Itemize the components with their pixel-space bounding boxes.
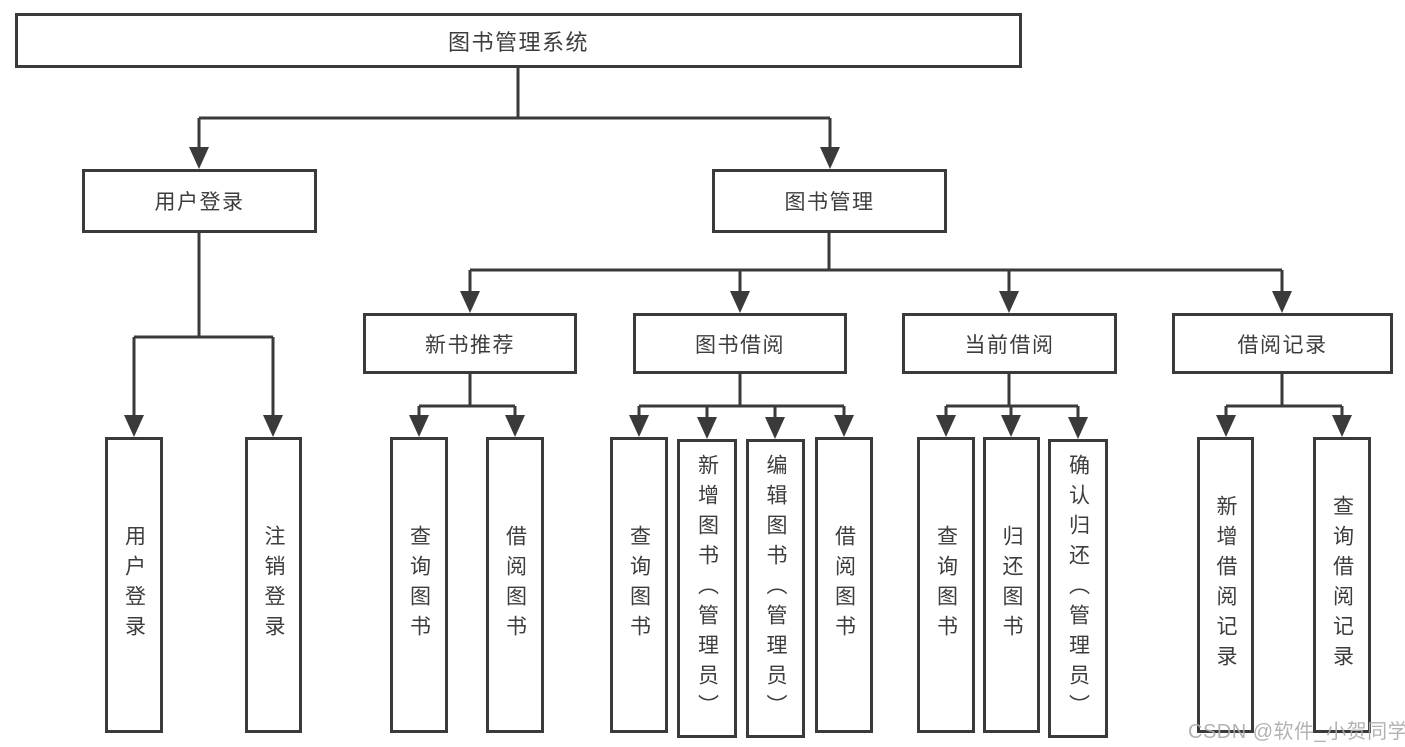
connector-book-borrow [637, 374, 846, 422]
arrow-down-icon [999, 291, 1019, 313]
node-user-login: 用户登录 [82, 169, 317, 233]
leaf-user-login: 用户登录 [105, 437, 163, 733]
leaf-query-books: 查询图书 [610, 437, 668, 733]
arrow-down-icon [1068, 417, 1088, 439]
leaf-add-books-admin: 新增图书（管理员） [677, 439, 737, 738]
leaf-confirm-return-admin: 确认归还（管理员） [1048, 439, 1108, 738]
node-borrowing-records: 借阅记录 [1172, 313, 1393, 374]
csdn-watermark: CSDN @软件_小贺同学 [1188, 721, 1405, 743]
leaf-logout: 注销登录 [245, 437, 302, 733]
leaf-return-books: 归还图书 [983, 437, 1040, 733]
arrow-down-icon [820, 147, 840, 169]
arrow-down-icon [124, 415, 144, 437]
arrow-down-icon [1332, 415, 1352, 437]
connector-root [197, 68, 832, 152]
arrow-down-icon [505, 415, 525, 437]
arrow-down-icon [189, 147, 209, 169]
arrow-down-icon [629, 415, 649, 437]
leaf-query-books: 查询图书 [390, 437, 448, 733]
leaf-edit-books-admin: 编辑图书（管理员） [746, 439, 805, 738]
node-new-book-recommend: 新书推荐 [363, 313, 577, 374]
node-book-borrowing: 图书借阅 [633, 313, 847, 374]
arrow-down-icon [1272, 291, 1292, 313]
node-root-system: 图书管理系统 [15, 13, 1022, 68]
leaf-query-borrow-record: 查询借阅记录 [1313, 437, 1371, 733]
connector-borrow-record [1224, 374, 1344, 420]
connector-user-login [132, 233, 275, 420]
arrow-down-icon [936, 415, 956, 437]
arrow-down-icon [460, 291, 480, 313]
arrow-down-icon [1216, 415, 1236, 437]
leaf-borrow-books: 借阅图书 [486, 437, 544, 733]
connector-current-borrow [944, 374, 1080, 422]
leaf-borrow-books: 借阅图书 [815, 437, 873, 733]
arrow-down-icon [765, 417, 785, 439]
leaf-add-borrow-record: 新增借阅记录 [1197, 437, 1254, 733]
arrow-down-icon [834, 415, 854, 437]
node-current-borrowing: 当前借阅 [902, 313, 1117, 374]
arrow-down-icon [263, 415, 283, 437]
node-book-management: 图书管理 [712, 169, 947, 233]
connector-new-book [417, 374, 517, 420]
arrow-down-icon [730, 291, 750, 313]
leaf-query-books: 查询图书 [917, 437, 975, 733]
connector-book-mgmt [468, 233, 1284, 296]
arrow-down-icon [697, 417, 717, 439]
arrowhead-icons [124, 147, 1352, 439]
arrow-down-icon [1001, 415, 1021, 437]
arrow-down-icon [409, 415, 429, 437]
